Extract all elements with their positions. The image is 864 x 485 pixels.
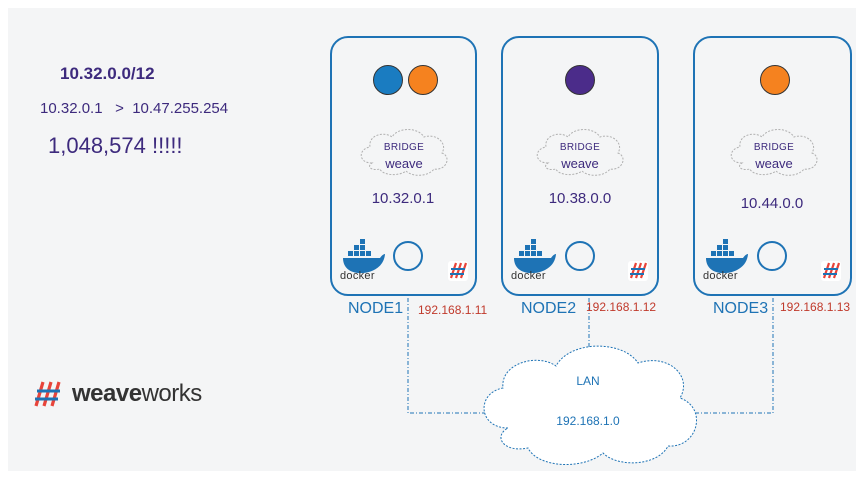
node2-docker-icon (514, 239, 556, 274)
node3-router-ring (757, 241, 787, 271)
node3-weave-label: weave (755, 156, 793, 171)
node2-ip: 192.168.1.12 (586, 300, 657, 314)
node1-box: BRIDGE weave 10.32.0.1 docker (330, 36, 477, 296)
ip-range: 10.32.0.1 > 10.47.255.254 (40, 100, 228, 117)
node3-ip: 192.168.1.13 (780, 300, 851, 314)
node2-name: NODE2 (521, 300, 577, 317)
node1-router-ring (393, 241, 423, 271)
range-end: 10.47.255.254 (132, 100, 229, 117)
node2-router-ring (565, 241, 595, 271)
node3-lan-link (678, 298, 774, 414)
node2-bridge-ip: 10.38.0.0 (548, 190, 612, 207)
cidr-label: 10.32.0.0/12 (60, 64, 155, 83)
logo-light: works (141, 380, 203, 407)
node1-bridge-label: BRIDGE (383, 142, 425, 153)
node1-weave-logo-icon (448, 261, 468, 281)
node1-lan-link (407, 298, 496, 414)
node2-docker-label: docker (511, 270, 546, 282)
node3-docker-label: docker (703, 270, 738, 282)
node3-container-orange (760, 65, 790, 95)
node1-container-blue (373, 65, 403, 95)
range-separator: > (115, 100, 124, 117)
diagram-canvas: 10.32.0.0/12 10.32.0.1 > 10.47.255.254 1… (8, 8, 856, 471)
logo-bold: weave (72, 380, 142, 407)
lan-cloud (483, 345, 697, 465)
node1-name: NODE1 (348, 300, 404, 317)
node3-box: BRIDGE weave 10.44.0.0 docker (693, 36, 852, 296)
address-count: 1,048,574 !!!!! (48, 133, 183, 158)
node3-bridge-ip: 10.44.0.0 (740, 195, 804, 212)
node3-name: NODE3 (713, 300, 769, 317)
range-start: 10.32.0.1 (40, 100, 103, 117)
node3-bridge-label: BRIDGE (753, 142, 795, 153)
node2-weave-label: weave (561, 156, 599, 171)
node2-bridge-label: BRIDGE (559, 142, 601, 153)
node1-container-orange (408, 65, 438, 95)
lan-label: LAN (576, 374, 600, 388)
node1-docker-label: docker (340, 270, 375, 282)
weaveworks-wordmark: weaveworks (72, 380, 202, 408)
node2-bridge-cloud (536, 129, 624, 176)
node2-box: BRIDGE weave 10.38.0.0 docker (501, 36, 659, 296)
node3-bridge-cloud (730, 129, 818, 176)
connections-layer (387, 87, 776, 465)
node1-bridge-cloud (360, 129, 448, 176)
lan-network: 192.168.1.0 (556, 414, 620, 428)
node1-docker-icon (343, 239, 385, 274)
node2-weave-logo-icon (628, 261, 648, 281)
weaveworks-logo: weaveworks (32, 376, 232, 436)
node2-container-purple (565, 65, 595, 95)
node1-weave-label: weave (385, 156, 423, 171)
node3-docker-icon (706, 239, 748, 274)
node1-ip: 192.168.1.11 (418, 303, 488, 317)
weaveworks-logo-icon (34, 381, 61, 407)
node3-weave-logo-icon (821, 261, 841, 281)
node1-bridge-ip: 10.32.0.1 (371, 190, 435, 207)
